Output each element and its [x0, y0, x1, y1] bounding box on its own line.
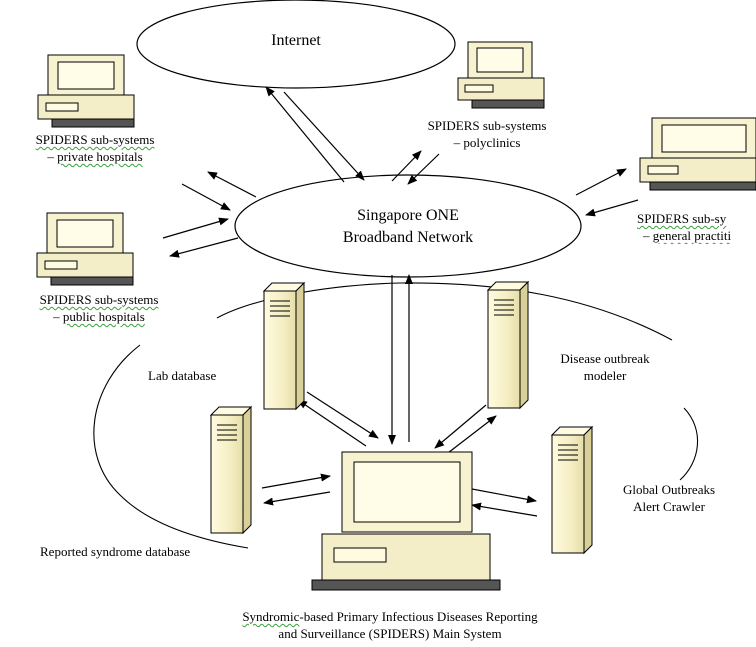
- internet-label: Internet: [271, 32, 321, 49]
- polyclinics-line2: – polyclinics: [453, 135, 521, 150]
- server-reported-syndrome-database-icon: [209, 405, 253, 535]
- internet-ellipse: [136, 0, 456, 89]
- network-label-line1: Singapore ONE: [357, 207, 459, 224]
- global-outbreaks-line2: Alert Crawler: [633, 499, 705, 514]
- server-global-outbreaks-crawler-icon: [550, 425, 594, 555]
- polyclinics-label: SPIDERS sub-systems – polyclinics: [402, 117, 572, 151]
- private-hospitals-label: SPIDERS sub-systems – private hospitals: [10, 131, 180, 165]
- general-practitioners-title: SPIDERS sub-sy: [637, 211, 727, 226]
- main-system-syndromic-word: Syndromic: [242, 609, 300, 624]
- public-hospitals-title: SPIDERS sub-systems: [39, 292, 159, 307]
- global-outbreaks-crawler-label: Global Outbreaks Alert Crawler: [604, 481, 734, 515]
- server-lab-database-icon: [262, 281, 306, 411]
- public-hospitals-dash: –: [53, 309, 63, 324]
- singapore-one-network-label: Singapore ONE Broadband Network: [296, 205, 520, 249]
- general-practitioners-dash: –: [643, 228, 653, 243]
- disease-outbreak-modeler-label: Disease outbreak modeler: [540, 350, 670, 384]
- reported-syndrome-database-label: Reported syndrome database: [40, 544, 191, 559]
- general-practitioners-name: general practiti: [652, 228, 732, 243]
- server-disease-outbreak-modeler-icon: [486, 280, 530, 410]
- main-system-caption: Syndromic-based Primary Infectious Disea…: [170, 608, 610, 642]
- private-hospitals-name: private hospitals: [57, 149, 143, 164]
- general-practitioners-label: SPIDERS sub-sy – general practiti: [637, 210, 756, 244]
- disease-outbreak-line1: Disease outbreak: [560, 351, 650, 366]
- computer-public-hospitals-icon: [36, 212, 134, 286]
- computer-general-practitioners-icon: [639, 117, 756, 191]
- disease-outbreak-line2: modeler: [583, 368, 627, 383]
- main-system-line2: and Surveillance (SPIDERS) Main System: [278, 626, 502, 641]
- network-label-line2: Broadband Network: [342, 229, 474, 246]
- global-outbreaks-line1: Global Outbreaks: [622, 482, 716, 497]
- public-hospitals-label: SPIDERS sub-systems – public hospitals: [6, 291, 192, 325]
- computer-polyclinics-icon: [457, 41, 545, 109]
- connection-arrows: [162, 86, 639, 517]
- main-system-computer-icon: [311, 451, 501, 591]
- lab-database-label: Lab database: [148, 368, 217, 383]
- private-hospitals-dash: –: [47, 149, 58, 164]
- public-hospitals-name: public hospitals: [62, 309, 145, 324]
- main-system-line1-rest: -based Primary Infectious Diseases Repor…: [299, 609, 538, 624]
- polyclinics-line1: SPIDERS sub-systems: [427, 118, 547, 133]
- private-hospitals-title: SPIDERS sub-systems: [35, 132, 155, 147]
- computer-private-hospitals-icon: [37, 54, 135, 128]
